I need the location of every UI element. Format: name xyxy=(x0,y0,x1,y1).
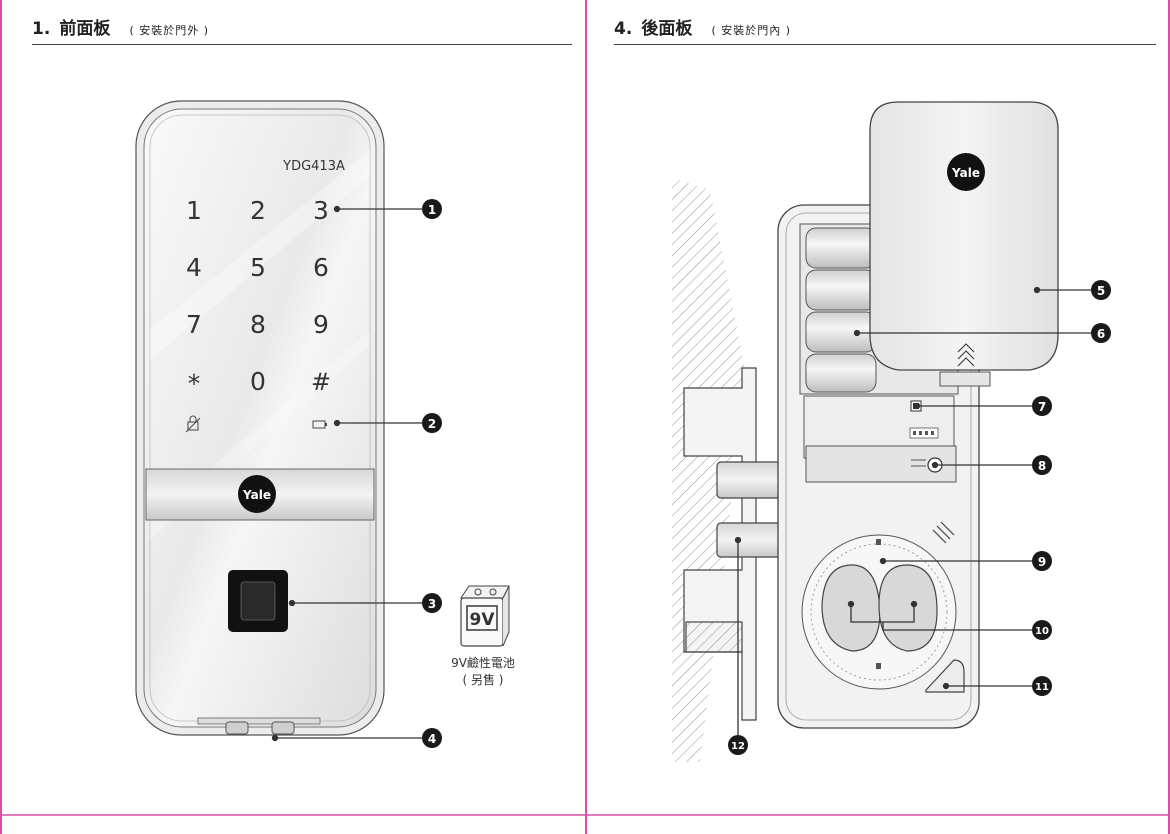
key-star[interactable]: * xyxy=(188,369,201,398)
key-1[interactable]: 1 xyxy=(186,196,202,225)
battery-compartment xyxy=(805,227,877,393)
key-7[interactable]: 7 xyxy=(186,310,202,339)
back-yale-logo: Yale xyxy=(951,166,980,180)
callout-7: 7 xyxy=(1032,396,1052,416)
battery-cover[interactable] xyxy=(869,101,1059,387)
back-panel-header: 4. 後面板 ( 安裝於門內 ) xyxy=(614,14,1156,45)
svg-text:7: 7 xyxy=(1038,400,1046,414)
dip-switch[interactable] xyxy=(909,427,939,439)
svg-text:9: 9 xyxy=(1038,555,1046,569)
callout-8: 8 xyxy=(1032,455,1052,475)
key-5[interactable]: 5 xyxy=(250,253,266,282)
svg-text:10: 10 xyxy=(1035,626,1049,637)
front-section-title: 前面板 xyxy=(59,19,111,39)
callout-2: 2 xyxy=(422,413,442,433)
emergency-9v-terminals xyxy=(197,717,321,735)
key-4[interactable]: 4 xyxy=(186,253,202,282)
front-yale-logo: Yale xyxy=(242,488,271,502)
front-brand-band xyxy=(145,468,375,521)
svg-text:8: 8 xyxy=(1038,459,1046,473)
back-section-title: 後面板 xyxy=(641,19,693,39)
front-panel-header: 1. 前面板 ( 安裝於門外 ) xyxy=(32,14,572,45)
svg-text:12: 12 xyxy=(731,741,745,752)
callout-10: 10 xyxy=(1032,620,1052,640)
front-section-subtitle: ( 安裝於門外 ) xyxy=(129,24,210,37)
svg-text:3: 3 xyxy=(428,597,436,611)
front-panel xyxy=(135,100,385,736)
key-6[interactable]: 6 xyxy=(313,253,329,282)
fingerprint-sensor[interactable] xyxy=(228,570,288,632)
back-section-subtitle: ( 安裝於門內 ) xyxy=(711,24,792,37)
model-number: YDG413A xyxy=(282,159,345,174)
svg-text:4: 4 xyxy=(428,732,436,746)
callout-11: 11 xyxy=(1032,676,1052,696)
lock-button[interactable] xyxy=(925,659,965,693)
front-section-number: 1. xyxy=(32,19,51,39)
callout-4: 4 xyxy=(422,728,442,748)
key-hash[interactable]: # xyxy=(311,368,331,396)
lock-indicator-icon xyxy=(185,415,201,433)
key-2[interactable]: 2 xyxy=(250,196,266,225)
svg-text:1: 1 xyxy=(428,203,436,217)
back-section-number: 4. xyxy=(614,19,633,39)
keypad: 1 2 3 4 5 6 7 8 9 * 0 # xyxy=(186,196,331,398)
key-0[interactable]: 0 xyxy=(250,367,266,396)
battery-9v-label: 9V xyxy=(470,610,496,630)
key-3[interactable]: 3 xyxy=(313,196,329,225)
callout-6: 6 xyxy=(1091,323,1111,343)
callout-1: 1 xyxy=(422,199,442,219)
callout-3: 3 xyxy=(422,593,442,613)
svg-text:5: 5 xyxy=(1097,284,1105,298)
battery-caption: 9V鹼性電池 xyxy=(451,655,515,670)
svg-text:2: 2 xyxy=(428,417,436,431)
key-8[interactable]: 8 xyxy=(250,310,266,339)
callout-5: 5 xyxy=(1091,280,1111,300)
callout-12: 12 xyxy=(728,735,748,755)
svg-text:6: 6 xyxy=(1097,327,1105,341)
low-battery-icon xyxy=(312,420,327,429)
9v-battery-illustration xyxy=(460,585,510,647)
key-9[interactable]: 9 xyxy=(313,310,329,339)
speaker-grille-icon xyxy=(932,521,955,544)
callout-9: 9 xyxy=(1032,551,1052,571)
callout-lines-front xyxy=(271,205,422,742)
svg-text:11: 11 xyxy=(1035,682,1049,693)
battery-caption-sold-separately: ( 另售 ) xyxy=(463,672,504,687)
thumb-turn-dial[interactable] xyxy=(801,534,957,690)
callout-lines-back xyxy=(734,286,1091,735)
